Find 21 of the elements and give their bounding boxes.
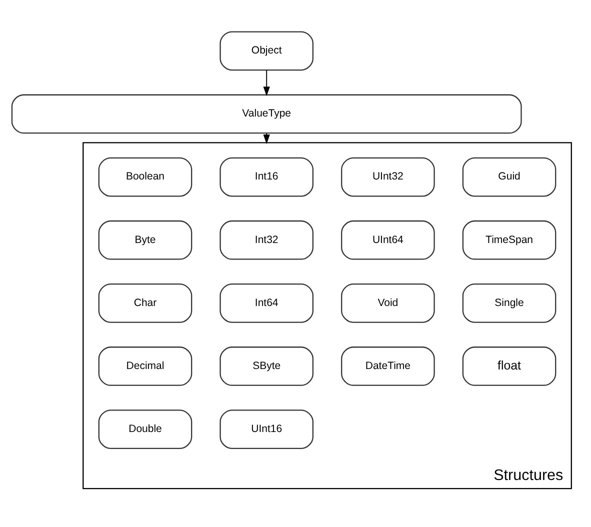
node-box: UInt32 bbox=[341, 156, 435, 196]
node-box: ValueType bbox=[11, 94, 522, 134]
node-box: Guid bbox=[462, 156, 556, 196]
node-box: Int16 bbox=[220, 156, 314, 196]
node-box: float bbox=[462, 346, 556, 386]
node-box: Single bbox=[462, 283, 556, 322]
node-box: Decimal bbox=[98, 346, 192, 386]
node-box: UInt64 bbox=[341, 220, 435, 260]
node-box: Double bbox=[98, 409, 192, 448]
node-box: Object bbox=[220, 30, 314, 70]
node-box: Byte bbox=[98, 220, 192, 260]
node-box: DateTime bbox=[341, 346, 435, 386]
node-box: Int32 bbox=[220, 220, 314, 260]
node-box: SByte bbox=[220, 346, 314, 386]
node-box: Void bbox=[341, 283, 435, 322]
node-box: Boolean bbox=[98, 156, 192, 196]
arrow bbox=[263, 69, 270, 96]
node-box: Int64 bbox=[220, 283, 314, 322]
node-box: UInt16 bbox=[220, 409, 314, 448]
node-box: TimeSpan bbox=[462, 220, 556, 260]
node-box: Char bbox=[98, 283, 192, 322]
